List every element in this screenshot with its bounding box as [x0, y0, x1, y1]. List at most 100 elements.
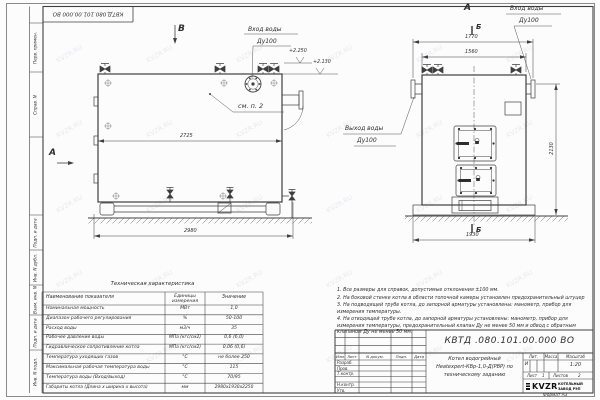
front-inlet-dn-label: Ду100	[519, 16, 539, 24]
drain-valve-icon	[226, 187, 234, 202]
drain-valve-icon	[166, 187, 174, 202]
table-row: Номинальная мощность	[46, 306, 105, 311]
dim-2725: 2725	[180, 133, 193, 139]
flange-icon	[244, 75, 262, 93]
note-3: 3. На подводящей трубе котла, до запорно…	[337, 303, 572, 315]
side-inlet-dn-label: Ду100	[257, 37, 277, 45]
table-row: Расход воды	[46, 325, 77, 331]
staff-razrab: Разраб.	[337, 360, 353, 365]
table-cell: °С	[182, 355, 188, 360]
door-handle	[457, 142, 469, 145]
rev-header-data: Дата	[414, 354, 424, 359]
section-mark-b-top: Б	[476, 23, 482, 31]
rev-header-izm: Изм	[336, 354, 344, 359]
staff-nkontr: Н.контр.	[337, 382, 355, 387]
table-cell: °С	[182, 374, 188, 380]
valve-icon	[99, 63, 111, 74]
table-row: Гидравлическое сопротивление котла	[46, 345, 140, 350]
table-cell: 50-100	[225, 316, 243, 321]
view-arrow-b-label: В	[178, 24, 185, 34]
sheet-label: Лист	[527, 372, 538, 378]
scale-label: Масштаб	[565, 353, 585, 359]
rev-header-list: Лист	[347, 354, 357, 359]
dim-1560: 1560	[465, 49, 478, 55]
tech-table-header-value: Значение	[221, 295, 247, 300]
kvzr-logo-icon	[526, 382, 530, 390]
boiler-door-upper	[453, 125, 497, 162]
title-block-grid	[334, 329, 593, 393]
kvzr-logo-text: KVZR	[532, 381, 558, 391]
table-cell: °С	[182, 364, 188, 370]
lit-label: Лит.	[528, 353, 539, 359]
table-cell: 0,06 (0,6)	[222, 345, 246, 350]
rev-header-ndocum: N докум.	[366, 354, 384, 359]
outlet-pipe	[281, 90, 304, 131]
table-cell: 70/95	[227, 374, 241, 380]
dimension-lines	[412, 39, 560, 243]
doc-name-line1: Котел водогрейный	[448, 356, 501, 362]
frame-label-vzam-inv: Взам. инв. N	[33, 286, 39, 314]
note-2: 2. На боковой стенке котла в области топ…	[337, 295, 585, 301]
doc-name-line2: Heatexpert-КВр-1,0-Д(РВР) по	[436, 364, 513, 370]
note-4: 4. На отводящей трубе котла, до запорной…	[337, 317, 576, 335]
crosshair-mark-icon	[104, 79, 278, 200]
table-cell: 35	[231, 325, 237, 331]
table-row: Максимальная рабочая температура воды	[46, 364, 150, 370]
doc-number: КВТД .080.101.00.000 ВО	[444, 336, 575, 346]
tech-table-title: Техническая характеристика	[110, 281, 195, 287]
valve-icon	[510, 64, 522, 75]
valve-icon	[421, 64, 433, 75]
rev-header-podp: Подп.	[395, 354, 408, 359]
door-handle	[459, 179, 471, 182]
table-cell: 115	[229, 364, 239, 370]
rear-valve-icon	[282, 189, 296, 218]
kvzr-logo-sub2: ЗАВОД РЭП	[558, 386, 581, 391]
frame-label-podp-data-1: Подп. и дата	[33, 217, 39, 248]
kvzr-logo-sub1: КОТЕЛЬНЫЙ	[558, 382, 583, 386]
front-outlet-dn-label: Ду100	[357, 136, 377, 144]
format-label: Формат А3	[543, 393, 568, 398]
tech-table-header-name: Наименование показателя	[46, 295, 114, 300]
table-cell: м3/ч	[179, 325, 191, 331]
elevation-label-2130: +2.130	[313, 60, 331, 65]
see-note-annotation: см. п. 2	[238, 101, 264, 110]
tech-table-grid	[41, 291, 264, 393]
view-arrow-a-label: А	[49, 148, 56, 158]
elevation-label-2250: +2.250	[289, 49, 307, 54]
table-cell: 0,6 (6,0)	[224, 335, 244, 340]
dim-2980: 2980	[184, 228, 197, 234]
table-cell: 2980х1930х2250	[214, 384, 254, 390]
tech-table-header-units: Единицы измерения	[171, 293, 199, 304]
valve-icon	[214, 63, 226, 74]
scale-value: 1:20	[569, 362, 582, 368]
staff-tkontr: Т.контр.	[337, 371, 355, 376]
top-corner-stamp: КВТД.080.101.00.000 ВО	[52, 10, 124, 17]
leader-line	[209, 93, 284, 113]
note-1: 1. Все размеры для справок, допустимые о…	[337, 288, 499, 293]
valve-icon	[257, 63, 269, 74]
table-cell: 1,0	[230, 306, 238, 311]
table-row: Диапазон рабочего регулирования	[46, 316, 132, 321]
table-row: Рабочее давление воды	[46, 335, 105, 340]
staff-utv: Утв.	[337, 387, 346, 393]
frame-label-inv-podl: Инв. N подл.	[33, 357, 39, 386]
elevation-marks	[282, 56, 338, 75]
sheets-value: 2	[578, 372, 581, 378]
table-cell: мм	[181, 384, 189, 390]
view-arrow	[57, 25, 177, 165]
valve-icon	[432, 64, 444, 75]
sheet-value: 1	[542, 372, 545, 378]
doc-name-line3: техническому заданию	[443, 372, 506, 378]
dimension-lines	[93, 139, 294, 239]
sheets-label: Листов	[553, 372, 568, 378]
frame-label-sprav-n: Справ. N	[33, 94, 39, 115]
inspection-panel	[504, 101, 522, 116]
table-cell: %	[182, 316, 188, 321]
table-cell: не более 250	[218, 355, 250, 360]
boiler-door-lower	[455, 164, 497, 197]
frame-label-podp-data-2: Подп. и дата	[33, 317, 39, 348]
dim-2130: 2130	[548, 142, 555, 155]
door-lock-icon	[474, 138, 480, 144]
side-view-linework	[57, 25, 338, 239]
